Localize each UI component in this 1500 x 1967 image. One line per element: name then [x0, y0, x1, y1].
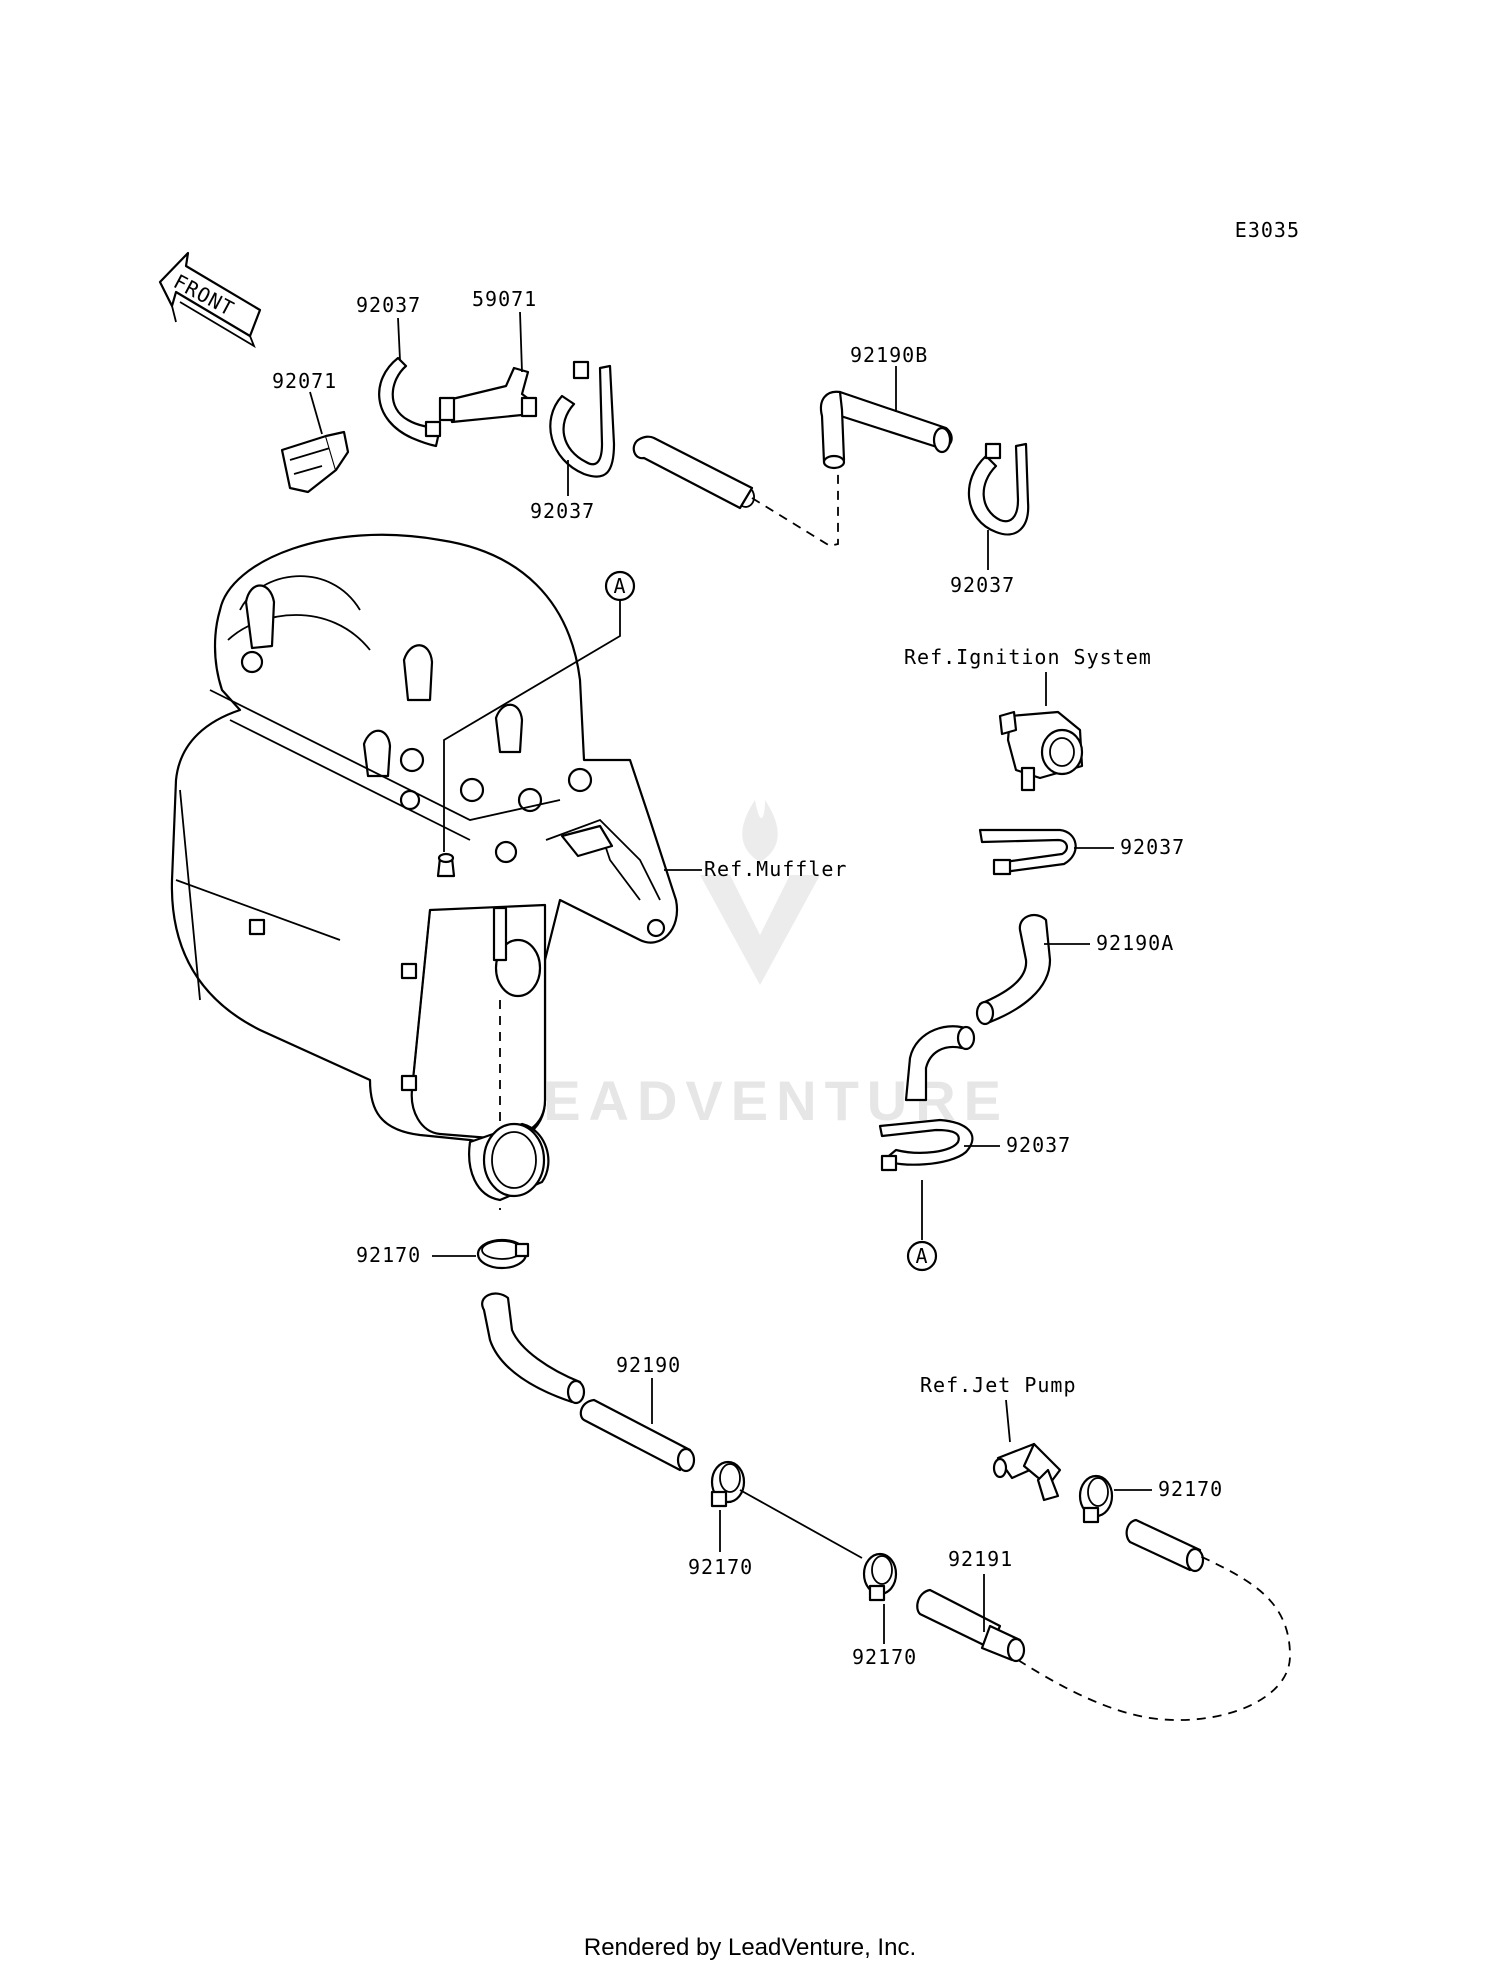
label-92037-a: 92037 [356, 293, 421, 317]
label-92037-e: 92037 [1006, 1133, 1071, 1157]
part-92037-clamp-b: 92037 [530, 360, 616, 523]
label-59071: 59071 [472, 287, 537, 311]
hose-elbow-lower [481, 1292, 586, 1405]
ref-ignition-system: Ref.Ignition System [904, 645, 1152, 669]
label-92170-a: 92170 [356, 1243, 421, 1267]
label-92170-b: 92170 [688, 1555, 753, 1579]
part-92190b-hose: 92190B [632, 343, 953, 547]
part-92170-clamp-b: 92170 [688, 1460, 753, 1579]
part-92190-hose: 92190 [579, 1353, 696, 1473]
part-92190a-hose: 92190A [904, 913, 1174, 1102]
part-92037-clamp-d: 92037 [978, 828, 1185, 876]
label-92190: 92190 [616, 1353, 681, 1377]
hose-routing-dash [1017, 1555, 1291, 1721]
label-92170-c: 92170 [852, 1645, 917, 1669]
marker-a-lower: A [906, 1240, 938, 1272]
jet-pump-fitting [992, 1399, 1062, 1502]
part-92191-hose: 92191 [916, 1547, 1026, 1663]
label-92037-c: 92037 [950, 573, 1015, 597]
label-92191: 92191 [948, 1547, 1013, 1571]
part-92037-clamp-c: 92037 [950, 442, 1030, 597]
part-92170-clamp-c: 92170 [852, 1552, 917, 1669]
marker-a-upper: A [443, 570, 636, 852]
label-92190b: 92190B [850, 343, 928, 367]
label-92190a: 92190A [1096, 931, 1174, 955]
marker-a-lower-label: A [915, 1244, 928, 1268]
part-92037-clamp-a: 92037 [356, 293, 442, 448]
leader-line [739, 1489, 863, 1559]
ignition-coil-part [998, 672, 1084, 792]
label-92071: 92071 [272, 369, 337, 393]
front-arrow-icon: FRONT [158, 251, 262, 349]
label-92170-d: 92170 [1158, 1477, 1223, 1501]
part-92170-clamp-a: 92170 [356, 1238, 530, 1270]
label-92037-d: 92037 [1120, 835, 1185, 859]
engine-exhaust-assembly [170, 533, 702, 1210]
diagram-code: E3035 [1235, 218, 1300, 242]
hose-short-right [1125, 1518, 1205, 1573]
footer-credit: Rendered by LeadVenture, Inc. [584, 1934, 916, 1961]
part-92170-clamp-d: 92170 [1078, 1474, 1223, 1524]
ref-jet-pump: Ref.Jet Pump [920, 1373, 1077, 1397]
part-59071-fitting: 59071 [438, 287, 538, 424]
ref-muffler: Ref.Muffler [704, 857, 847, 881]
label-92037-b: 92037 [530, 499, 595, 523]
part-92037-clamp-e: 92037 [878, 1118, 1071, 1240]
part-92071-plug: 92071 [272, 369, 350, 494]
marker-a-upper-label: A [613, 574, 626, 598]
